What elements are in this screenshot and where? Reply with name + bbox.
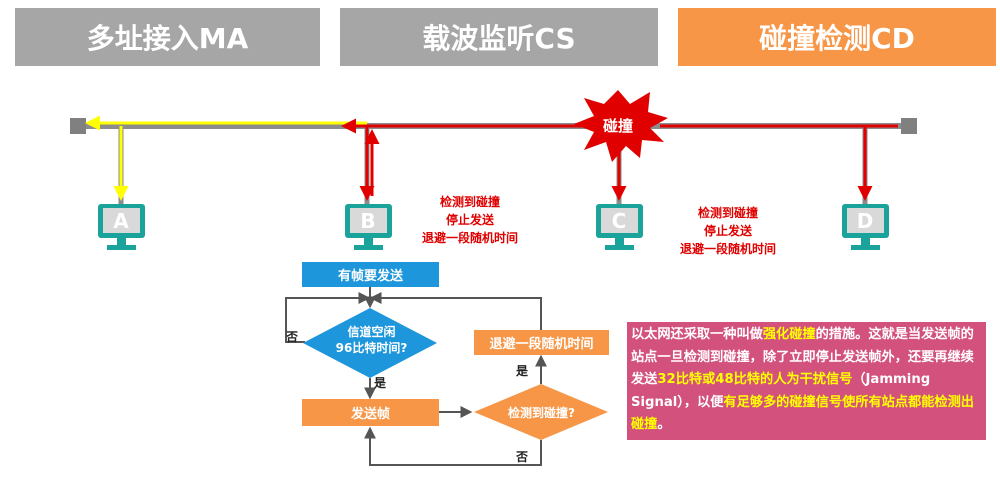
flow-loop-no-busy <box>285 292 371 343</box>
info-box: 以太网还采取一种叫做强化碰撞的措施。这就是当发送帧的站点一旦检测到碰撞，除了立即… <box>627 322 986 440</box>
info-text-3: （Jamming Signal），以便 <box>631 372 931 410</box>
info-highlight-2: 32比特或48比特的人为干扰信号 <box>657 372 853 387</box>
flow-diamond-collision <box>474 384 608 440</box>
tab-collision-detection[interactable]: 碰撞检测CD <box>678 8 996 66</box>
station-d[interactable]: D <box>842 204 889 250</box>
collision-label: 碰撞 <box>603 117 633 135</box>
flow-loop-backoff <box>369 292 542 330</box>
info-text-1: 以太网还采取一种叫做 <box>631 327 763 342</box>
flow-label-no-busy: 否 <box>286 330 299 344</box>
note-b-line1: 检测到碰撞 <box>439 195 500 209</box>
info-highlight-3: 有足够多的碰撞信号使所有站点都能检测出碰撞 <box>631 394 974 433</box>
note-b-line3: 退避一段随机时间 <box>421 231 518 245</box>
bus-terminator-right <box>901 118 917 134</box>
info-highlight-1: 强化碰撞 <box>762 327 816 342</box>
station-b[interactable]: B <box>345 204 392 250</box>
flow-diamond-channel-idle <box>303 308 437 378</box>
info-text-4: 。 <box>657 417 671 432</box>
station-b-label: B <box>360 209 375 233</box>
note-c-line3: 退避一段随机时间 <box>679 242 776 256</box>
collision-star-icon <box>574 90 668 162</box>
flow-detect-text: 检测到碰撞? <box>508 406 575 420</box>
tab-multiple-access[interactable]: 多址接入MA <box>15 8 320 66</box>
note-b-line2: 停止发送 <box>445 213 494 227</box>
flow-label-yes-collision: 是 <box>516 364 529 378</box>
station-d-label: D <box>857 209 874 233</box>
station-c[interactable]: C <box>596 204 643 250</box>
flow-send-box: 发送帧 <box>302 399 439 426</box>
note-c-line1: 检测到碰撞 <box>697 206 758 220</box>
flow-channel-idle-text: 信道空闲 96比特时间? <box>305 324 438 356</box>
station-c-label: C <box>612 209 627 233</box>
note-station-b: 检测到碰撞 停止发送 退避一段随机时间 <box>410 193 530 247</box>
flow-check-line2: 96比特时间? <box>335 341 408 355</box>
station-a-label: A <box>113 209 129 233</box>
note-station-c: 检测到碰撞 停止发送 退避一段随机时间 <box>668 204 788 258</box>
bus-terminator-left <box>70 118 86 134</box>
station-a[interactable]: A <box>98 204 145 250</box>
flow-start-box: 有帧要发送 <box>302 262 439 287</box>
flow-label-no-collision: 否 <box>516 450 529 464</box>
info-text-2: 的措施。这就是当发送帧的站点一旦检测到碰撞，除了立即停止发送帧外，还要再继续发送 <box>631 327 974 387</box>
tab-carrier-sense[interactable]: 载波监听CS <box>340 8 658 66</box>
flow-check-line1: 信道空闲 <box>347 325 396 339</box>
flow-backoff-box: 退避一段随机时间 <box>474 330 609 355</box>
note-c-line2: 停止发送 <box>703 224 752 238</box>
flow-label-yes-idle: 是 <box>374 376 387 390</box>
flow-loop-no-collision <box>364 426 542 466</box>
